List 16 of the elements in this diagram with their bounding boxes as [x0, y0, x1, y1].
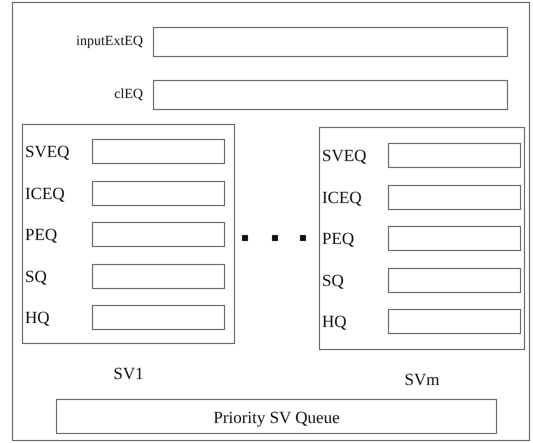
outer-frame — [12, 2, 530, 441]
panel-caption: SV1 — [112, 364, 145, 384]
field-label: ICEQ — [322, 186, 363, 208]
field-label: SQ — [25, 266, 48, 288]
field-label: PEQ — [25, 224, 58, 246]
field-label: ICEQ — [25, 182, 66, 204]
field-label: HQ — [25, 307, 51, 329]
field-label: SQ — [322, 270, 345, 292]
field-label: HQ — [322, 311, 348, 333]
queue-box: Priority SV Queue — [56, 399, 497, 434]
field-label: PEQ — [322, 228, 356, 250]
field-label: inputExtEQ — [76, 33, 143, 51]
field-label: SVEQ — [322, 145, 368, 167]
field-label: clEQ — [114, 86, 143, 104]
panel-caption: SVm — [404, 370, 440, 390]
field-label: SVEQ — [25, 141, 70, 163]
